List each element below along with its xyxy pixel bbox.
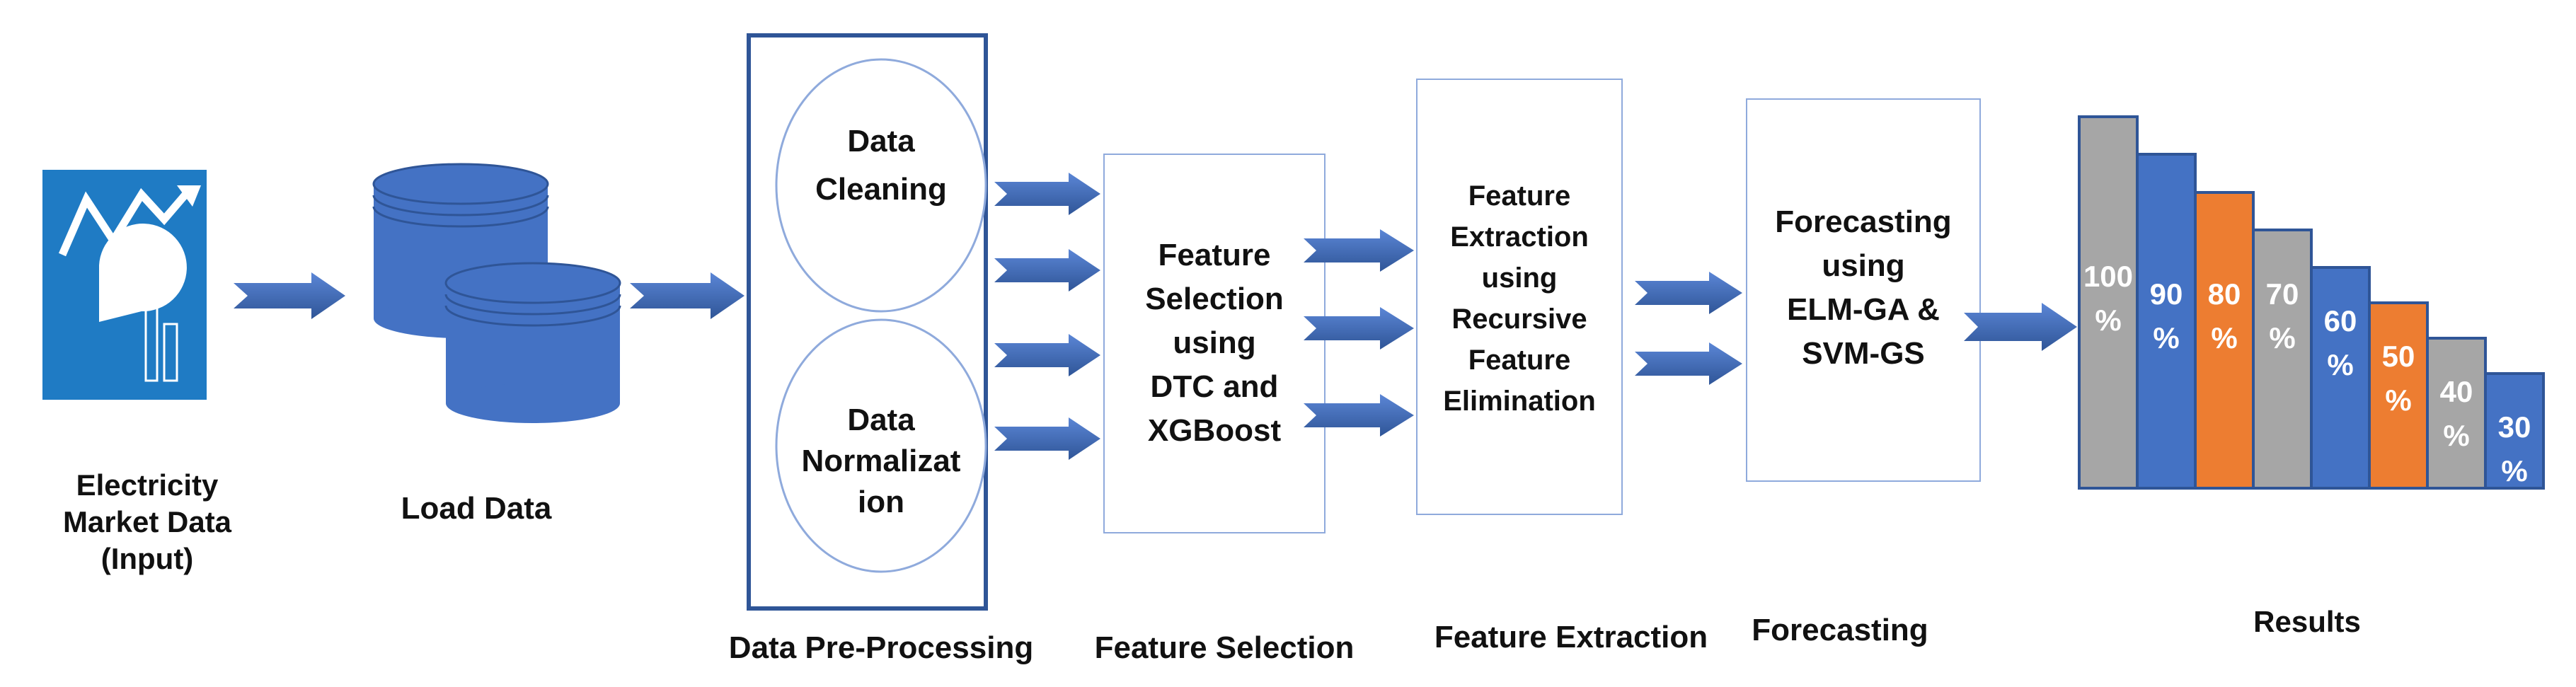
results-bar [2426,337,2487,490]
results-bar-value: 50 [2382,340,2415,373]
flow-arrow [994,173,1100,215]
forecasting-label: Forecasting [1752,613,1928,647]
results-label: Results [2253,605,2361,638]
feature-selection-line3: using [1173,325,1255,360]
feature-extraction-line4: Recursive [1451,304,1587,335]
results-bar [2252,229,2313,490]
results-bar [2310,266,2371,490]
results-bar [2194,191,2255,490]
flow-arrow [630,272,744,319]
flow-arrow [1304,307,1414,350]
data-normalization-line1: Data [847,403,915,437]
results-bar [2136,153,2197,490]
results-bar-percent: % [2211,321,2237,354]
feature-extraction-line3: using [1482,262,1558,294]
feature-extraction-line1: Feature [1468,180,1571,212]
feature-extraction-line6: Elimination [1443,386,1596,417]
forecasting-line2: using [1822,248,1904,283]
database-icon [372,163,621,423]
feature-extraction-line5: Feature [1468,345,1571,376]
input-label-line1: Electricity [76,468,219,502]
results-bar-value: 100 [2083,260,2133,293]
input-label-line3: (Input) [101,542,194,575]
data-cleaning-circle [775,58,987,313]
flow-arrow [1964,303,2077,351]
feature-extraction-label: Feature Extraction [1434,620,1708,654]
results-bar-percent: % [2327,348,2353,381]
results-bar-value: 30 [2498,410,2531,444]
results-bar-percent: % [2095,304,2121,337]
forecasting-line4: SVM-GS [1802,336,1925,371]
flow-arrow [1304,229,1414,272]
forecasting-line1: Forecasting [1775,204,1951,239]
forecasting-box [1746,98,1981,482]
feature-selection-line5: XGBoost [1148,413,1282,448]
input-label-line2: Market Data [63,505,232,538]
results-bar [2484,372,2545,490]
data-normalization-circle [775,318,987,573]
results-bar-value: 90 [2150,277,2183,311]
results-bar-value: 70 [2266,277,2299,311]
feature-extraction-box [1416,79,1623,515]
flow-arrow [994,249,1100,291]
results-bar [2078,115,2139,490]
load-data-label: Load Data [401,491,552,526]
results-bar-percent: % [2443,419,2469,452]
feature-selection-box [1103,154,1326,533]
feature-selection-line4: DTC and [1151,369,1279,404]
results-bar-value: 60 [2324,304,2357,337]
preprocessing-label: Data Pre-Processing [729,630,1033,665]
results-bar-percent: % [2501,454,2527,487]
results-bar-value: 40 [2440,375,2473,408]
flow-arrow [994,334,1100,376]
flow-arrow [1304,394,1414,437]
data-cleaning-line1: Data [847,124,915,158]
flow-arrow [234,272,345,319]
data-cleaning-line2: Cleaning [815,172,947,207]
feature-selection-line1: Feature [1158,238,1271,272]
data-normalization-line3: ion [858,485,904,519]
results-bar-chart: 100% 90% 80% 70% 60% 50% 40% 30% [2078,115,2545,490]
results-bar-percent: % [2269,321,2295,354]
flow-arrow [1635,272,1742,314]
feature-selection-line2: Selection [1145,282,1284,316]
flow-arrow [1635,342,1742,385]
forecasting-line3: ELM-GA & [1787,292,1940,327]
feature-extraction-line2: Extraction [1450,221,1589,253]
data-normalization-line2: Normalizat [802,444,961,478]
electricity-market-data-icon [42,170,207,400]
results-bar-percent: % [2385,383,2411,417]
results-bar-value: 80 [2208,277,2241,311]
results-bar-percent: % [2153,321,2179,354]
feature-selection-label: Feature Selection [1095,630,1355,665]
flow-arrow [994,417,1100,460]
